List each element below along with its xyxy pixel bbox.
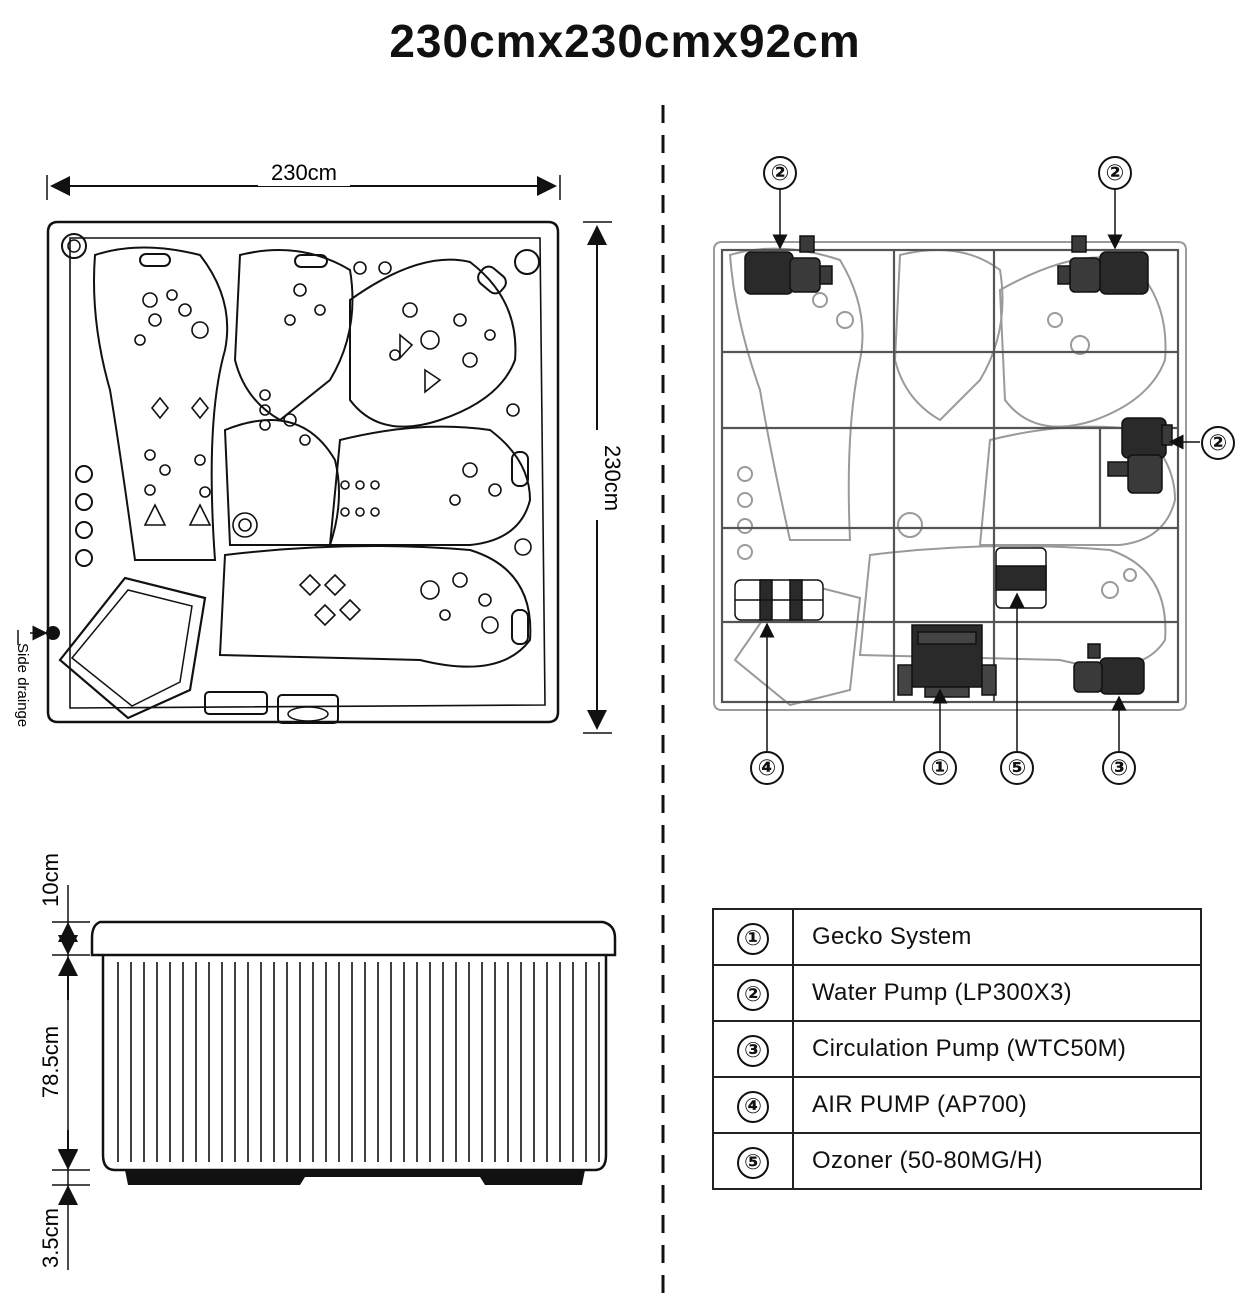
water-pump-top-left bbox=[744, 235, 833, 295]
gecko-system-box bbox=[897, 624, 997, 698]
equipment-legend-table: ① Gecko System ② Water Pump (LP300X3) ③ … bbox=[712, 908, 1202, 1190]
callout-gecko-system: ① bbox=[923, 751, 957, 785]
legend-label: Gecko System bbox=[792, 908, 1202, 966]
callout-water-pump-right: ② bbox=[1201, 426, 1235, 460]
width-dimension-label: 230cm bbox=[271, 160, 337, 185]
legend-row: ① Gecko System bbox=[712, 908, 1202, 966]
legend-number: ④ bbox=[737, 1091, 769, 1123]
legend-label: Water Pump (LP300X3) bbox=[792, 964, 1202, 1022]
callout-air-pump: ④ bbox=[750, 751, 784, 785]
body-dimension-label: 78.5cm bbox=[38, 1026, 63, 1098]
legend-row: ④ AIR PUMP (AP700) bbox=[712, 1076, 1202, 1134]
legend-number: ① bbox=[737, 923, 769, 955]
circulation-pump bbox=[1073, 643, 1145, 695]
water-pump-right bbox=[1107, 417, 1173, 494]
legend-label: Ozoner (50-80MG/H) bbox=[792, 1132, 1202, 1190]
top-view: 230cm 230cm bbox=[14, 160, 625, 734]
ozoner bbox=[995, 547, 1047, 609]
callout-ozoner: ⑤ bbox=[1000, 751, 1034, 785]
side-drain-marker bbox=[46, 626, 60, 640]
legend-row: ③ Circulation Pump (WTC50M) bbox=[712, 1020, 1202, 1078]
legend-number: ⑤ bbox=[737, 1147, 769, 1179]
side-drain-label: Side drainge bbox=[14, 643, 31, 727]
legend-number: ② bbox=[737, 979, 769, 1011]
callout-circulation-pump: ③ bbox=[1102, 751, 1136, 785]
base-dimension-label: 3.5cm bbox=[38, 1208, 63, 1268]
side-view: 10cm 78.5cm 3.5cm bbox=[38, 853, 617, 1270]
legend-row: ② Water Pump (LP300X3) bbox=[712, 964, 1202, 1022]
legend-number: ③ bbox=[737, 1035, 769, 1067]
legend-label: AIR PUMP (AP700) bbox=[792, 1076, 1202, 1134]
page-title: 230cmx230cmx92cm bbox=[389, 15, 861, 67]
callout-water-pump-top-left: ② bbox=[763, 156, 797, 190]
air-pump bbox=[734, 579, 824, 621]
callout-water-pump-top-right: ② bbox=[1098, 156, 1132, 190]
tub-outline bbox=[46, 220, 560, 724]
lip-dimension-label: 10cm bbox=[38, 853, 63, 907]
legend-row: ⑤ Ozoner (50-80MG/H) bbox=[712, 1132, 1202, 1190]
legend-label: Circulation Pump (WTC50M) bbox=[792, 1020, 1202, 1078]
equipment-view bbox=[713, 188, 1200, 752]
water-pump-top-right bbox=[1057, 235, 1149, 295]
height-dimension-label: 230cm bbox=[600, 445, 625, 511]
